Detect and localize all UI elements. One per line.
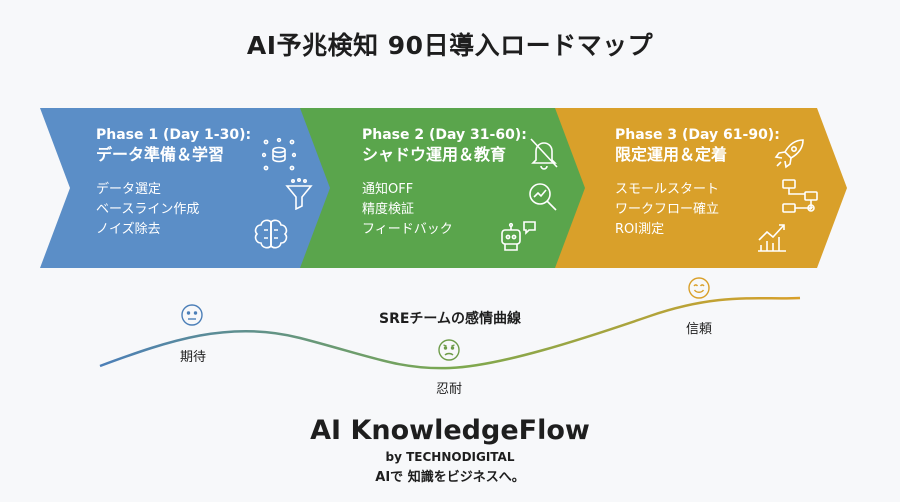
worried-face-icon — [438, 339, 460, 361]
phase-3-card: Phase 3 (Day 61-90): 限定運用＆定着 スモールスタート ワー… — [555, 108, 847, 268]
emotion-label-expectation: 期待 — [180, 350, 207, 365]
rocket-icon — [774, 139, 804, 169]
phase-3-item: ワークフロー確立 — [615, 202, 720, 217]
phase-2-item: 精度検証 — [362, 202, 415, 217]
brand-name: AI KnowledgeFlow — [310, 415, 590, 446]
database-network-icon — [262, 138, 296, 171]
phase-2-item: フィードバック — [362, 222, 453, 237]
phase-1-item: データ選定 — [96, 182, 162, 197]
emotion-curve — [99, 296, 801, 370]
phase-1-item: ベースライン作成 — [96, 202, 200, 217]
phase-3-arrow-shape — [555, 108, 847, 268]
brand-tagline: AIで 知識をビジネスへ。 — [375, 470, 525, 485]
robot-chat-icon — [501, 221, 536, 251]
emotion-label-patience: 忍耐 — [436, 382, 463, 397]
magnifier-chart-icon — [529, 183, 557, 211]
growth-chart-icon — [758, 224, 786, 252]
phase-2-card: Phase 2 (Day 31-60): シャドウ運用＆教育 通知OFF 精度検… — [300, 108, 592, 268]
bell-off-icon — [530, 138, 558, 170]
phase-3-item: ROI測定 — [615, 222, 665, 237]
phase-1-arrow-shape — [40, 108, 332, 268]
phase-3-subtitle: 限定運用＆定着 — [615, 145, 728, 164]
phase-2-subtitle: シャドウ運用＆教育 — [362, 145, 507, 164]
smile-face-icon — [688, 277, 710, 299]
page-title: AI予兆検知 90日導入ロードマップ — [246, 31, 654, 60]
phase-3-title: Phase 3 (Day 61-90): — [615, 127, 780, 143]
brain-icon — [254, 219, 288, 249]
phase-1-title: Phase 1 (Day 1-30): — [96, 127, 252, 143]
emotion-curve-title: SREチームの感情曲線 — [378, 311, 521, 327]
phase-3-item: スモールスタート — [615, 182, 720, 197]
emotion-label-trust: 信頼 — [686, 322, 713, 337]
phase-2-item: 通知OFF — [362, 182, 414, 197]
funnel-icon — [285, 178, 313, 210]
neutral-face-icon — [181, 304, 203, 326]
phase-2-arrow-shape — [300, 108, 592, 268]
phase-1-item: ノイズ除去 — [96, 222, 161, 237]
brand-by: by TECHNODIGITAL — [385, 450, 515, 464]
phase-2-title: Phase 2 (Day 31-60): — [362, 127, 527, 143]
phase-1-subtitle: データ準備＆学習 — [96, 145, 225, 164]
phase-1-card: Phase 1 (Day 1-30): データ準備＆学習 データ選定 ベースライ… — [40, 108, 332, 268]
workflow-icon — [782, 179, 818, 213]
